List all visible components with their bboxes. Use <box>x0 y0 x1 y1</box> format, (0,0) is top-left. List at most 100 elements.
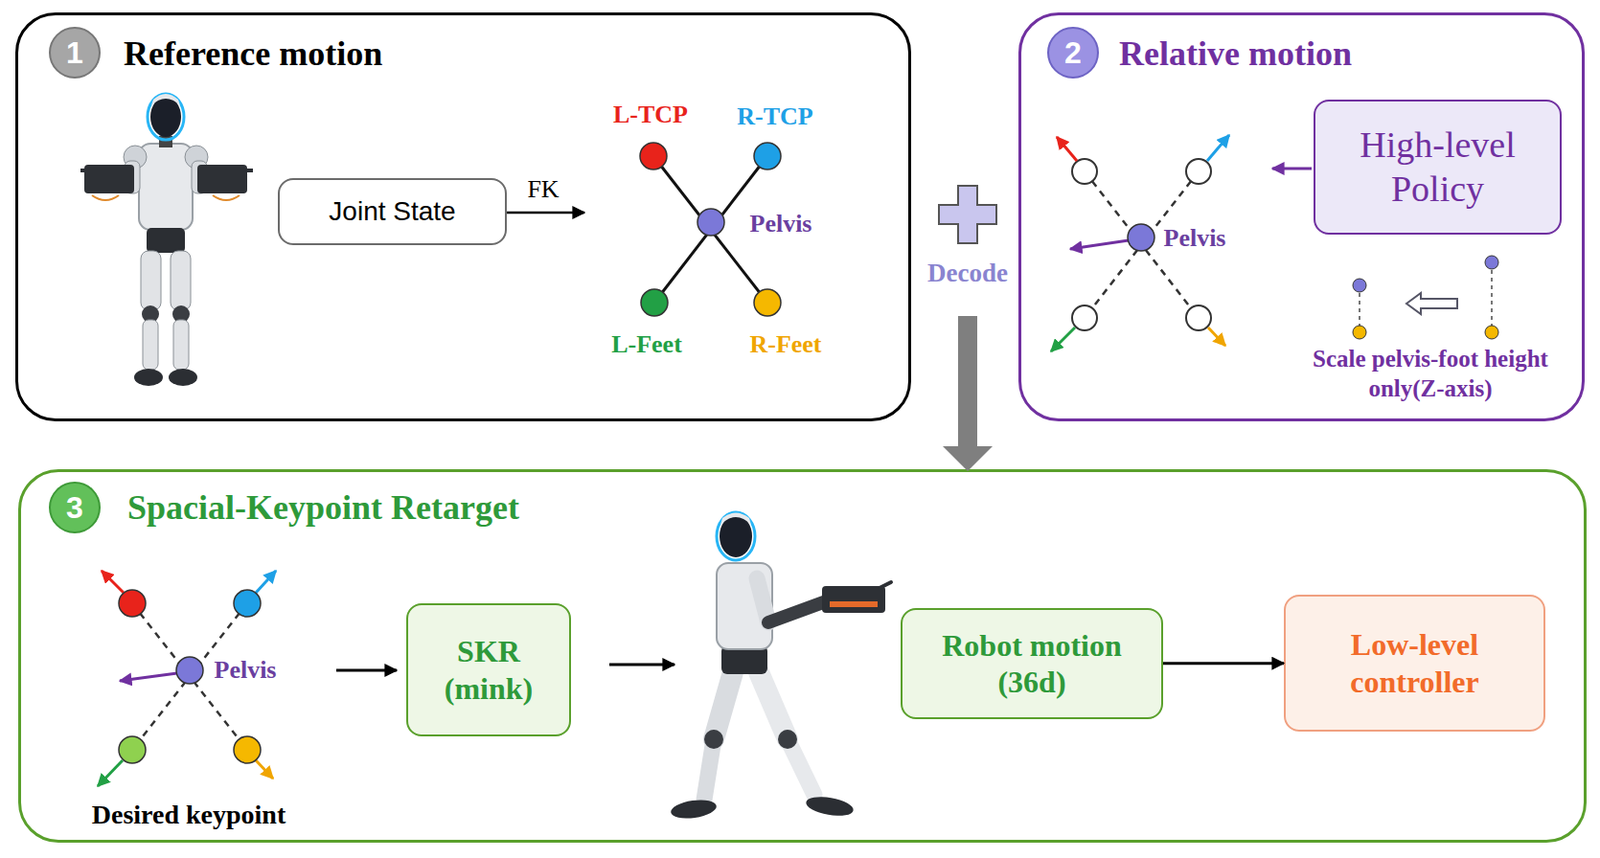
callout-number: 3 <box>66 488 84 527</box>
robot-arm <box>191 160 207 194</box>
keypoint-dot <box>640 289 668 317</box>
keypoint-dot <box>697 208 725 236</box>
operation-label: Decode <box>927 257 1008 291</box>
keypoint-label: Pelvis <box>1164 223 1227 255</box>
robot-gripper-accent <box>829 601 878 608</box>
robot-foot <box>804 794 855 820</box>
robot-head <box>150 96 182 138</box>
keypoint-label: L-TCP <box>613 99 688 132</box>
process-box: Joint State <box>277 178 507 246</box>
robot-knee <box>704 730 724 750</box>
pelvis-dot <box>1485 255 1499 270</box>
foot-dot <box>1485 325 1499 340</box>
keypoint-dot <box>233 590 261 618</box>
box-label: High-level Policy <box>1342 123 1534 211</box>
keypoint-ring <box>1072 305 1098 331</box>
motion-arrow <box>101 571 124 594</box>
scale-icon <box>1352 255 1499 340</box>
robot-thigh <box>713 672 733 740</box>
number-badge <box>1048 27 1098 78</box>
robot-foot <box>134 368 163 387</box>
robot-thigh <box>140 251 161 311</box>
keypoint-dot <box>233 736 261 764</box>
robot-knee <box>172 305 190 323</box>
robot-pelvis <box>146 228 185 253</box>
robot-knee <box>777 730 798 750</box>
fk-arrow <box>506 211 585 215</box>
keypoint-dot <box>1127 224 1155 252</box>
process-box: Low-level controller <box>1283 594 1546 732</box>
keypoint-ring <box>1186 159 1212 184</box>
height-line <box>1358 285 1361 333</box>
policy-arrow <box>1272 167 1312 171</box>
note-label: Scale pelvis-foot height only(Z-axis) <box>1291 343 1570 405</box>
robot-visor-ring <box>147 93 184 140</box>
robot-foot <box>669 798 718 823</box>
keypoint-ring <box>1186 305 1212 331</box>
decode-arrow-head <box>942 446 993 472</box>
callout-number: 2 <box>1064 33 1082 72</box>
decode-arrow-shaft <box>958 316 978 447</box>
robot-gripper <box>84 164 135 194</box>
motion-arrow <box>255 571 276 594</box>
keypoint-ring <box>1072 159 1098 184</box>
robot-thigh <box>170 251 191 311</box>
motion-arrow <box>1207 135 1230 161</box>
process-box: SKR (mink) <box>406 603 572 737</box>
robot-shoulder <box>123 145 147 169</box>
robot-torso <box>138 143 193 230</box>
motion-arrow <box>1208 327 1226 346</box>
robot-head-cap <box>151 93 181 106</box>
keypoint-label: Pelvis <box>750 208 813 241</box>
robot-head-cap <box>720 513 752 526</box>
robot-gripper-finger <box>879 582 892 589</box>
motion-arrow <box>255 760 274 779</box>
robot-pelvis <box>721 645 768 675</box>
process-box: Robot motion (36d) <box>900 608 1164 720</box>
robot-knee <box>141 305 160 323</box>
keypoint-label: R-TCP <box>736 101 813 134</box>
robot-illustration <box>669 512 892 822</box>
robot-illustration <box>80 93 253 387</box>
robot-shin <box>173 320 189 370</box>
caption-label: Desired keypoint <box>91 798 287 832</box>
panel-heading: Spacial-Keypoint Retarget <box>127 488 520 527</box>
keypoint-label: Pelvis <box>214 655 277 687</box>
hollow-arrow <box>1406 293 1458 315</box>
keypoint-dot <box>754 289 781 317</box>
pelvis-dot <box>1352 278 1367 293</box>
flow-arrow <box>1163 662 1284 665</box>
keypoint-label: R-Feet <box>749 329 822 362</box>
robot-thigh <box>758 672 788 740</box>
robot-gripper <box>822 586 886 614</box>
panel-heading: Relative motion <box>1119 34 1352 73</box>
motion-arrow <box>1051 327 1075 352</box>
keypoint-label: L-Feet <box>611 329 683 362</box>
motion-arrow <box>97 760 123 787</box>
panel-heading: Reference motion <box>123 34 383 73</box>
robot-shin <box>142 320 159 370</box>
motion-arrow <box>1056 137 1077 161</box>
keypoint-dot <box>118 736 146 764</box>
number-badge <box>49 27 100 78</box>
arrow-label: FK <box>526 174 559 206</box>
robot-foot <box>168 368 198 387</box>
number-badge <box>49 482 100 533</box>
robot-cable <box>91 195 119 201</box>
robot-neck <box>159 136 173 148</box>
height-line <box>1490 262 1493 333</box>
motion-arrow <box>1070 240 1129 250</box>
robot-arm <box>756 578 769 623</box>
box-label: Robot motion (36d) <box>916 627 1147 702</box>
relative-skeleton <box>1051 135 1230 352</box>
process-box: High-level Policy <box>1313 99 1562 235</box>
robot-head <box>719 515 753 558</box>
robot-forearm <box>768 601 826 623</box>
motion-arrow <box>119 673 178 682</box>
robot-gripper-finger <box>239 168 253 173</box>
desired-skeleton <box>97 571 276 787</box>
box-label: Low-level controller <box>1319 626 1511 701</box>
robot-shoulder <box>184 145 208 169</box>
robot-shin <box>787 739 815 796</box>
robot-cable <box>212 195 240 201</box>
